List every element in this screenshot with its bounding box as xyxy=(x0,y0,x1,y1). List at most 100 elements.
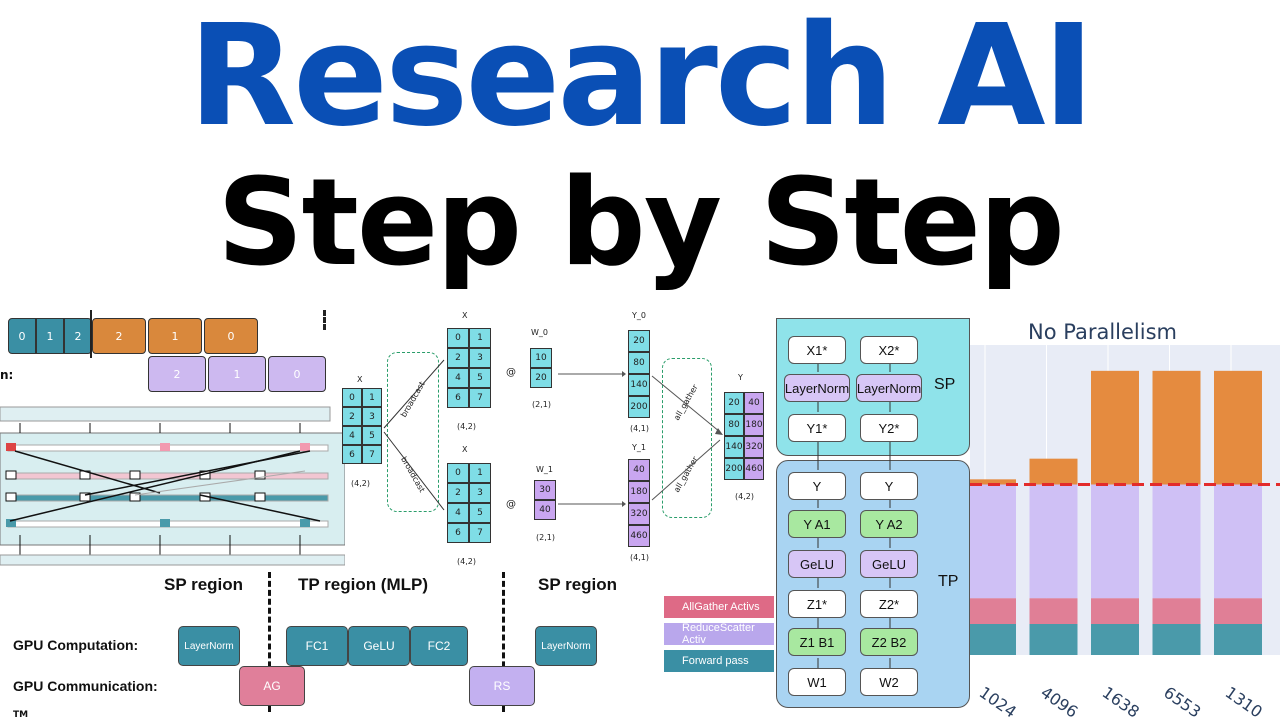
matrix-cell: 3 xyxy=(469,348,491,368)
matrix-label: X xyxy=(462,311,468,320)
matrix-label: X xyxy=(462,445,468,454)
region-label: SP region xyxy=(538,575,618,594)
flow-node: Y xyxy=(788,472,846,500)
broadcast-arrows xyxy=(383,359,445,511)
bar-segment xyxy=(970,484,1016,599)
matrix-cell: 2 xyxy=(342,407,362,426)
matrix-cell: 6 xyxy=(447,523,469,543)
seq-token: 1 xyxy=(36,318,64,354)
flow-node: W2 xyxy=(860,668,918,696)
matrix-cell: 140 xyxy=(724,436,744,458)
flow-node: Z2* xyxy=(860,590,918,618)
bar-segment xyxy=(1091,484,1139,599)
chart-title: No Parallelism xyxy=(1028,320,1177,344)
gelu-op: GeLU xyxy=(348,626,410,666)
x-tick-label: 6553 xyxy=(1160,683,1204,720)
seq-token: 0 xyxy=(268,356,326,392)
bar-segment xyxy=(1091,370,1139,485)
matrix-cell: 140 xyxy=(628,374,650,396)
flow-node: Y A2 xyxy=(860,510,918,538)
matrix-cell: 1 xyxy=(469,328,491,348)
divider xyxy=(323,310,329,330)
flow-node: Z2 B2 xyxy=(860,628,918,656)
matrix-cell: 0 xyxy=(342,388,362,407)
communication-row-label: GPU Communication: xyxy=(13,678,158,694)
matrix-cell: 6 xyxy=(342,445,362,464)
region-footer: TM xyxy=(13,710,29,720)
matrix-cell: 460 xyxy=(744,458,764,480)
bar-segment xyxy=(1091,624,1139,655)
matrix-shape: (4,2) xyxy=(457,557,476,566)
matrix-cell: 7 xyxy=(469,523,491,543)
flow-node: GeLU xyxy=(788,550,846,578)
matrix-label: Y_1 xyxy=(632,443,646,452)
computation-row-label: GPU Computation: xyxy=(13,637,139,653)
bar-segment xyxy=(1029,458,1078,485)
bar-segment xyxy=(970,479,1016,485)
bar-segment xyxy=(1029,484,1078,599)
matrix-cell: 5 xyxy=(362,426,382,445)
seq-token: 2 xyxy=(64,318,92,354)
matrix-cell: 7 xyxy=(362,445,382,464)
bar-segment xyxy=(1152,624,1201,655)
broadcast-box xyxy=(387,352,439,512)
sp-label: SP xyxy=(934,376,956,393)
flow-node: GeLU xyxy=(860,550,918,578)
tp-label: TP xyxy=(938,573,959,590)
matrix-cell: 10 xyxy=(530,348,552,368)
layernorm-op: LayerNorm xyxy=(535,626,597,666)
divider xyxy=(90,310,92,358)
flow-node: Y A1 xyxy=(788,510,846,538)
flow-node: Z1* xyxy=(788,590,846,618)
layernorm-op: LayerNorm xyxy=(178,626,240,666)
matrix-cell: 0 xyxy=(447,463,469,483)
flow-node: Z1 B1 xyxy=(788,628,846,656)
matrix-cell: 200 xyxy=(628,396,650,418)
flow-node: Y xyxy=(860,472,918,500)
flow-node: X1* xyxy=(788,336,846,364)
matrix-cell: 180 xyxy=(628,481,650,503)
seq-token: 1 xyxy=(148,318,202,354)
bar-segment xyxy=(1214,624,1262,655)
matrix-cell: 80 xyxy=(628,352,650,374)
matrix-shape: (2,1) xyxy=(532,400,551,409)
reducescatter-op: RS xyxy=(469,666,535,706)
legend-item: Forward pass xyxy=(664,650,774,672)
matrix-cell: 6 xyxy=(447,388,469,408)
bar-segment xyxy=(1214,484,1262,599)
matrix-cell: 0 xyxy=(447,328,469,348)
matrix-cell: 40 xyxy=(744,392,764,414)
bar-segment xyxy=(1029,598,1078,624)
matrix-shape: (2,1) xyxy=(536,533,555,542)
attention-pattern-figure xyxy=(0,406,345,566)
x-tick-label: 1638 xyxy=(1099,683,1143,720)
bar-segment xyxy=(1091,598,1139,624)
matrix-label: X xyxy=(357,375,363,384)
matrix-cell: 30 xyxy=(534,480,556,500)
bar-segment xyxy=(1152,370,1201,485)
matrix-label: Y xyxy=(738,373,743,382)
row-label: n: xyxy=(0,368,14,382)
matrix-label: Y_0 xyxy=(632,311,646,320)
matrix-cell: 200 xyxy=(724,458,744,480)
matmul-symbol: @ xyxy=(506,499,516,510)
region-divider xyxy=(268,572,271,712)
title-line-1: Research AI xyxy=(188,0,1094,158)
matrix-cell: 40 xyxy=(628,459,650,481)
flow-node: LayerNorm xyxy=(856,374,922,402)
seq-token: 0 xyxy=(8,318,36,354)
matrix-cell: 4 xyxy=(342,426,362,445)
fc1-op: FC1 xyxy=(286,626,348,666)
matrix-label: W_1 xyxy=(536,465,553,474)
x-tick-label: 1310 xyxy=(1222,683,1266,720)
matrix-cell: 3 xyxy=(469,483,491,503)
bar-segment xyxy=(1214,598,1262,624)
matrix-cell: 2 xyxy=(447,483,469,503)
flow-node: Y1* xyxy=(788,414,846,442)
seq-token: 0 xyxy=(204,318,258,354)
region-divider xyxy=(502,572,505,712)
matrix-cell: 460 xyxy=(628,525,650,547)
matrix-cell: 320 xyxy=(744,436,764,458)
matrix-shape: (4,1) xyxy=(630,424,649,433)
bar-segment xyxy=(970,624,1016,655)
